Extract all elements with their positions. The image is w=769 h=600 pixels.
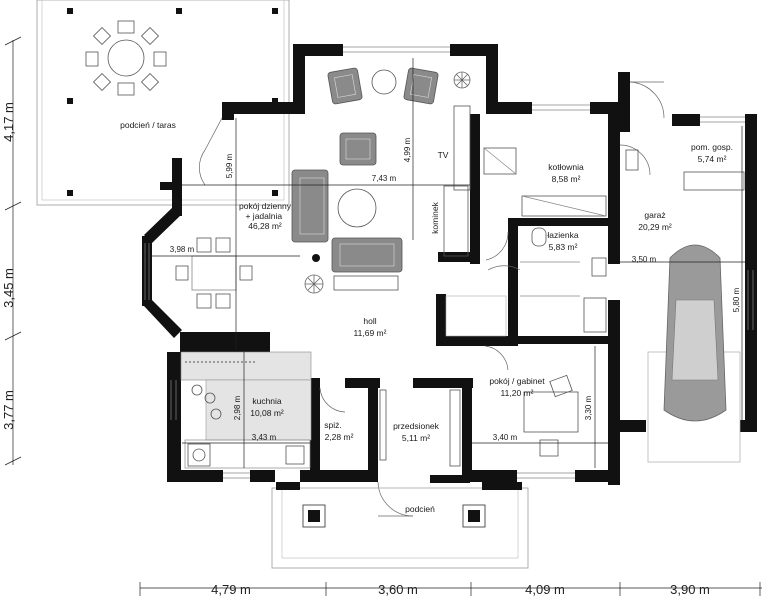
room-area-garaz: 20,29 m²	[638, 222, 672, 232]
room-label-living: pokój dzienny+ jadalnia 46,28 m²	[239, 201, 292, 231]
kitchen-fixtures	[180, 351, 312, 469]
room-label-podcien: podcień	[405, 504, 435, 514]
room-area-pom-gosp: 5,74 m²	[698, 154, 727, 164]
room-label-przedsionek: przedsionek	[393, 421, 440, 431]
dim-330: 3,30 m	[584, 395, 593, 420]
inner-dimension-texts: 5,99 m 7,43 m 4,99 m 3,98 m 3,50 m 5,80 …	[170, 137, 741, 442]
office-desk	[523, 374, 579, 457]
room-label-pom-gosp: pom. gosp.	[691, 142, 733, 152]
car-icon	[647, 244, 741, 463]
room-label-kuchnia: kuchnia	[252, 396, 282, 406]
label-tv: TV	[438, 150, 449, 160]
room-label-lazienka: łazienka	[547, 230, 578, 240]
room-area-przedsionek: 5,11 m²	[402, 433, 430, 443]
room-label-taras: podcień / taras	[120, 120, 176, 130]
bottom-dim-2: 3,60 m	[378, 582, 418, 597]
left-dim-2: 3,45 m	[1, 268, 16, 308]
dim-343: 3,43 m	[252, 433, 277, 442]
bottom-dim-1: 4,79 m	[211, 582, 251, 597]
left-dim-3: 3,77 m	[1, 390, 16, 430]
plant-icon	[304, 274, 324, 294]
other-fixtures	[379, 147, 745, 467]
dim-580: 5,80 m	[732, 287, 741, 312]
room-labels: pokój dzienny+ jadalnia 46,28 m² kotłown…	[239, 142, 733, 514]
inner-dimension-lines	[150, 58, 745, 468]
room-area-spiz: 2,28 m²	[325, 432, 354, 442]
left-dim-1: 4,17 m	[1, 102, 16, 142]
room-label-garaz: garaż	[644, 210, 665, 220]
plant-icon	[453, 71, 471, 89]
terrace: podcień / taras	[36, 0, 290, 206]
dim-743: 7,43 m	[372, 174, 397, 183]
room-area-gabinet: 11,20 m²	[501, 388, 534, 398]
dim-499: 4,99 m	[403, 137, 412, 162]
living-furniture	[291, 67, 471, 294]
room-label-kotlownia: kotłownia	[548, 162, 584, 172]
room-area-lazienka: 5,83 m²	[549, 242, 578, 252]
room-area-holl: 11,69 m²	[354, 328, 387, 338]
windows	[144, 46, 754, 479]
entrance-canopy	[271, 482, 529, 569]
room-label-holl: holl	[363, 316, 376, 326]
bottom-dim-3: 4,09 m	[525, 582, 565, 597]
room-area-kotlownia: 8,58 m²	[552, 174, 581, 184]
room-area-kuchnia: 10,08 m²	[250, 408, 284, 418]
walls	[142, 44, 757, 485]
doors	[199, 81, 665, 517]
dim-350: 3,50 m	[632, 255, 657, 264]
round-table-with-chairs	[85, 20, 167, 96]
bottom-dim-4: 3,90 m	[670, 582, 710, 597]
dim-298: 2,98 m	[233, 395, 242, 420]
dim-398: 3,98 m	[170, 245, 195, 254]
label-kominek: kominek	[430, 201, 440, 233]
bottom-dimension-line: 4,79 m 3,60 m 4,09 m 3,90 m	[139, 582, 762, 597]
room-label-gabinet: pokój / gabinet	[489, 376, 545, 386]
left-dimension-line: 4,17 m 3,45 m 3,77 m	[1, 36, 22, 466]
room-label-spiz: spiż.	[324, 420, 341, 430]
dim-599: 5,99 m	[225, 153, 234, 178]
dim-340: 3,40 m	[493, 433, 518, 442]
